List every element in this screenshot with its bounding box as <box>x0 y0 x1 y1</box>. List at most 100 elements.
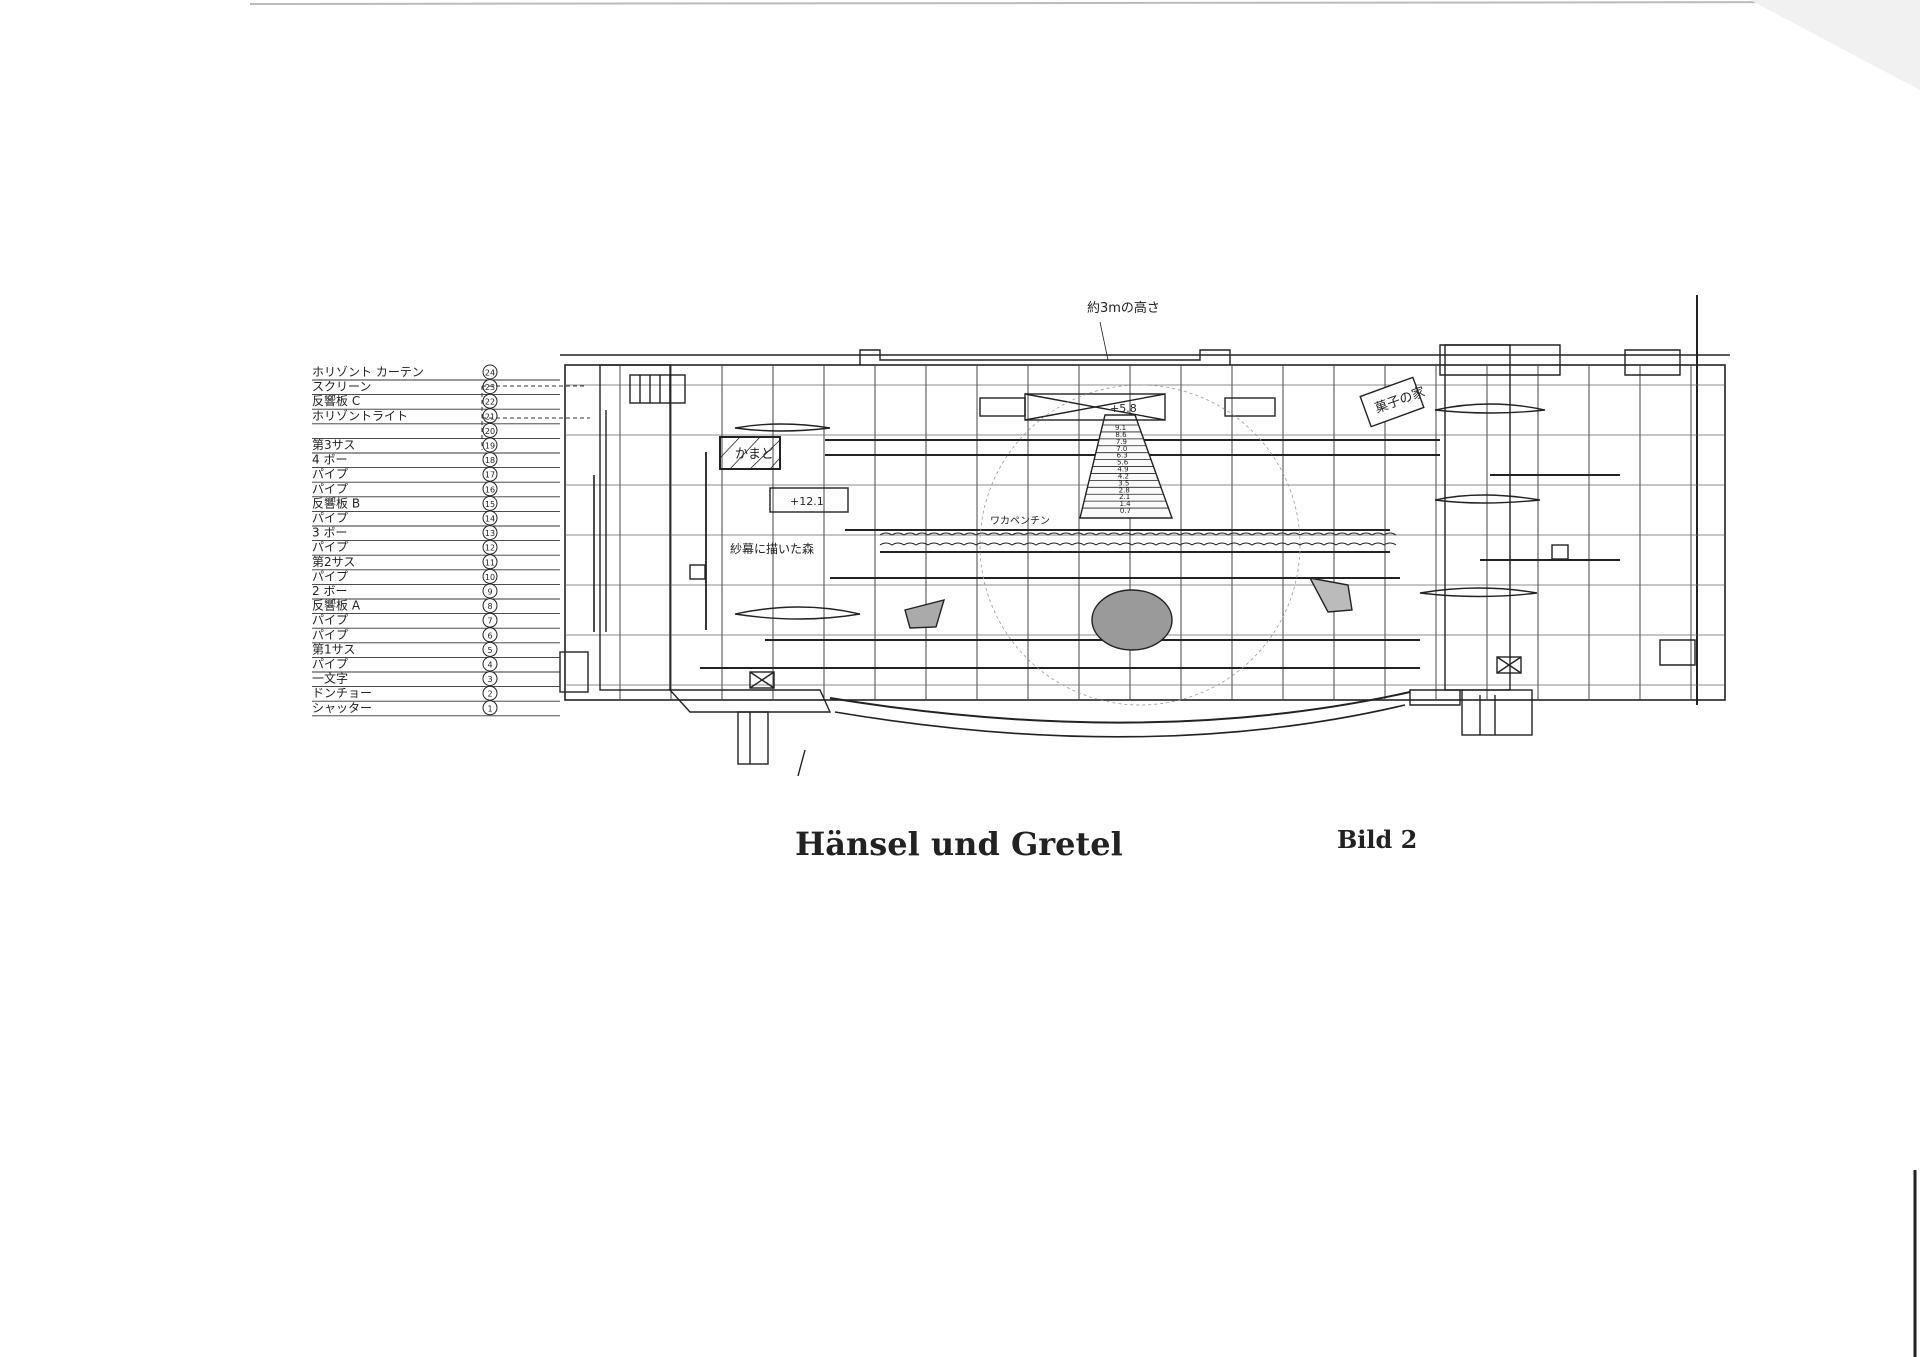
line-number: 3 <box>487 675 492 684</box>
line-number-circle <box>482 408 498 424</box>
line-number-circle <box>482 510 498 526</box>
line-number-circle <box>482 700 498 716</box>
line-number: 17 <box>485 471 495 480</box>
stair-step-label: 7.9 <box>1116 438 1127 446</box>
line-label: 第1サス <box>312 642 355 656</box>
oven-hatching <box>719 436 781 470</box>
left-stair-treads <box>639 375 671 403</box>
left-x-box <box>749 671 775 689</box>
line-label: パイプ <box>312 569 348 583</box>
groundrow-1 <box>734 423 831 432</box>
staircase-steps: 9.18.67.97.06.35.64.94.23.52.82.11.40.7 <box>1082 424 1169 515</box>
line-label: シャッター <box>312 701 372 715</box>
step-block-label: +12.1 <box>790 495 824 508</box>
line-number: 2 <box>487 690 492 699</box>
line-number-circle <box>482 598 498 614</box>
line-label: スクリーン <box>312 380 371 394</box>
landing-cross-2 <box>1024 393 1166 421</box>
stair-step-label: 8.6 <box>1115 431 1127 439</box>
height-note-leader <box>1099 321 1109 361</box>
line-label: パイプ <box>312 540 348 554</box>
gauze-wave-2 <box>879 542 1397 546</box>
line-label: 4 ボー <box>312 453 347 467</box>
left-rock-prop <box>904 599 946 629</box>
small-box-right <box>1551 544 1569 560</box>
line-label: パイプ <box>312 613 348 627</box>
line-number-circle <box>482 437 498 453</box>
line-number-circle <box>482 554 498 570</box>
line-number-circle <box>482 379 498 395</box>
line-number: 16 <box>485 485 495 494</box>
line-number: 15 <box>485 500 495 509</box>
line-label: 3 ボー <box>312 526 347 540</box>
line-number: 18 <box>485 456 495 465</box>
line-number: 9 <box>487 588 492 597</box>
stair-step-label: 9.1 <box>1115 424 1126 432</box>
line-number-circle <box>482 364 498 380</box>
line-number: 13 <box>485 529 495 538</box>
right-tower <box>1444 344 1511 691</box>
stair-top-label: +5.8 <box>1110 402 1137 415</box>
drawing-title: Hänsel und Gretel <box>795 825 1123 863</box>
stair-step-label: 2.1 <box>1119 493 1130 501</box>
left-tower <box>599 364 671 691</box>
groundrow-4 <box>1434 494 1541 504</box>
right-back-block <box>1439 344 1561 376</box>
line-number: 4 <box>487 661 492 670</box>
line-label: 反響板 B <box>312 495 360 510</box>
stair-step-label: 5.6 <box>1117 459 1129 467</box>
line-number-circle <box>482 539 498 555</box>
line-number: 6 <box>487 631 492 640</box>
line-number: 11 <box>485 558 495 567</box>
line-number: 10 <box>485 573 495 582</box>
stair-step-label: 4.2 <box>1118 472 1129 480</box>
line-label: 第3サス <box>312 438 355 452</box>
right-front-pillar <box>1461 689 1533 736</box>
line-number: 5 <box>487 646 492 655</box>
line-number: 7 <box>487 617 492 626</box>
left-platform-stair <box>979 397 1026 417</box>
line-number-circle <box>482 656 498 672</box>
line-number-circle <box>482 627 498 643</box>
groundrow-2 <box>734 606 861 620</box>
line-number-circle <box>482 481 498 497</box>
gingerbread-house: 菓子の家 <box>1359 376 1427 428</box>
line-number: 23 <box>485 383 495 392</box>
back-wall-notch <box>859 349 1231 365</box>
line-number-circle <box>482 452 498 468</box>
right-x-box <box>1496 656 1522 674</box>
line-number-circle <box>482 583 498 599</box>
line-label: ホリゾントライト <box>312 409 408 423</box>
line-label: ドンチョー <box>312 686 372 700</box>
right-pit-step <box>1409 689 1461 706</box>
line-number-circle <box>482 685 498 701</box>
line-number: 1 <box>487 704 492 713</box>
paper-corner-fold <box>1750 0 1920 90</box>
center-rock <box>1091 589 1173 651</box>
apron-curve-outer <box>829 691 1411 724</box>
stair-step-label: 3.5 <box>1118 479 1129 487</box>
right-side-stair <box>1659 639 1696 666</box>
small-box-left <box>689 564 706 580</box>
line-number: 12 <box>485 544 495 553</box>
stage-floor-outline <box>564 364 1726 701</box>
line-label: パイプ <box>312 511 348 525</box>
scene-label: Bild 2 <box>1337 825 1417 854</box>
line-label: 反響板 A <box>312 598 361 613</box>
height-note: 約3mの高さ <box>1087 300 1160 316</box>
line-label: 第2サス <box>312 555 355 569</box>
paper-top-edge <box>249 1 1901 5</box>
stair-step-label: 2.8 <box>1119 486 1130 494</box>
right-bench-prop <box>1308 577 1353 613</box>
stair-step-label: 6.3 <box>1117 452 1128 460</box>
groundrow-3 <box>1434 403 1546 414</box>
line-label: パイプ <box>312 467 348 481</box>
line-number: 24 <box>485 369 495 378</box>
left-stair-unit <box>629 374 686 404</box>
gauze-label: ワカペンチン <box>990 515 1050 527</box>
gauze-wave-1 <box>879 532 1397 536</box>
line-number-circle <box>482 466 498 482</box>
line-number-circle <box>482 641 498 657</box>
